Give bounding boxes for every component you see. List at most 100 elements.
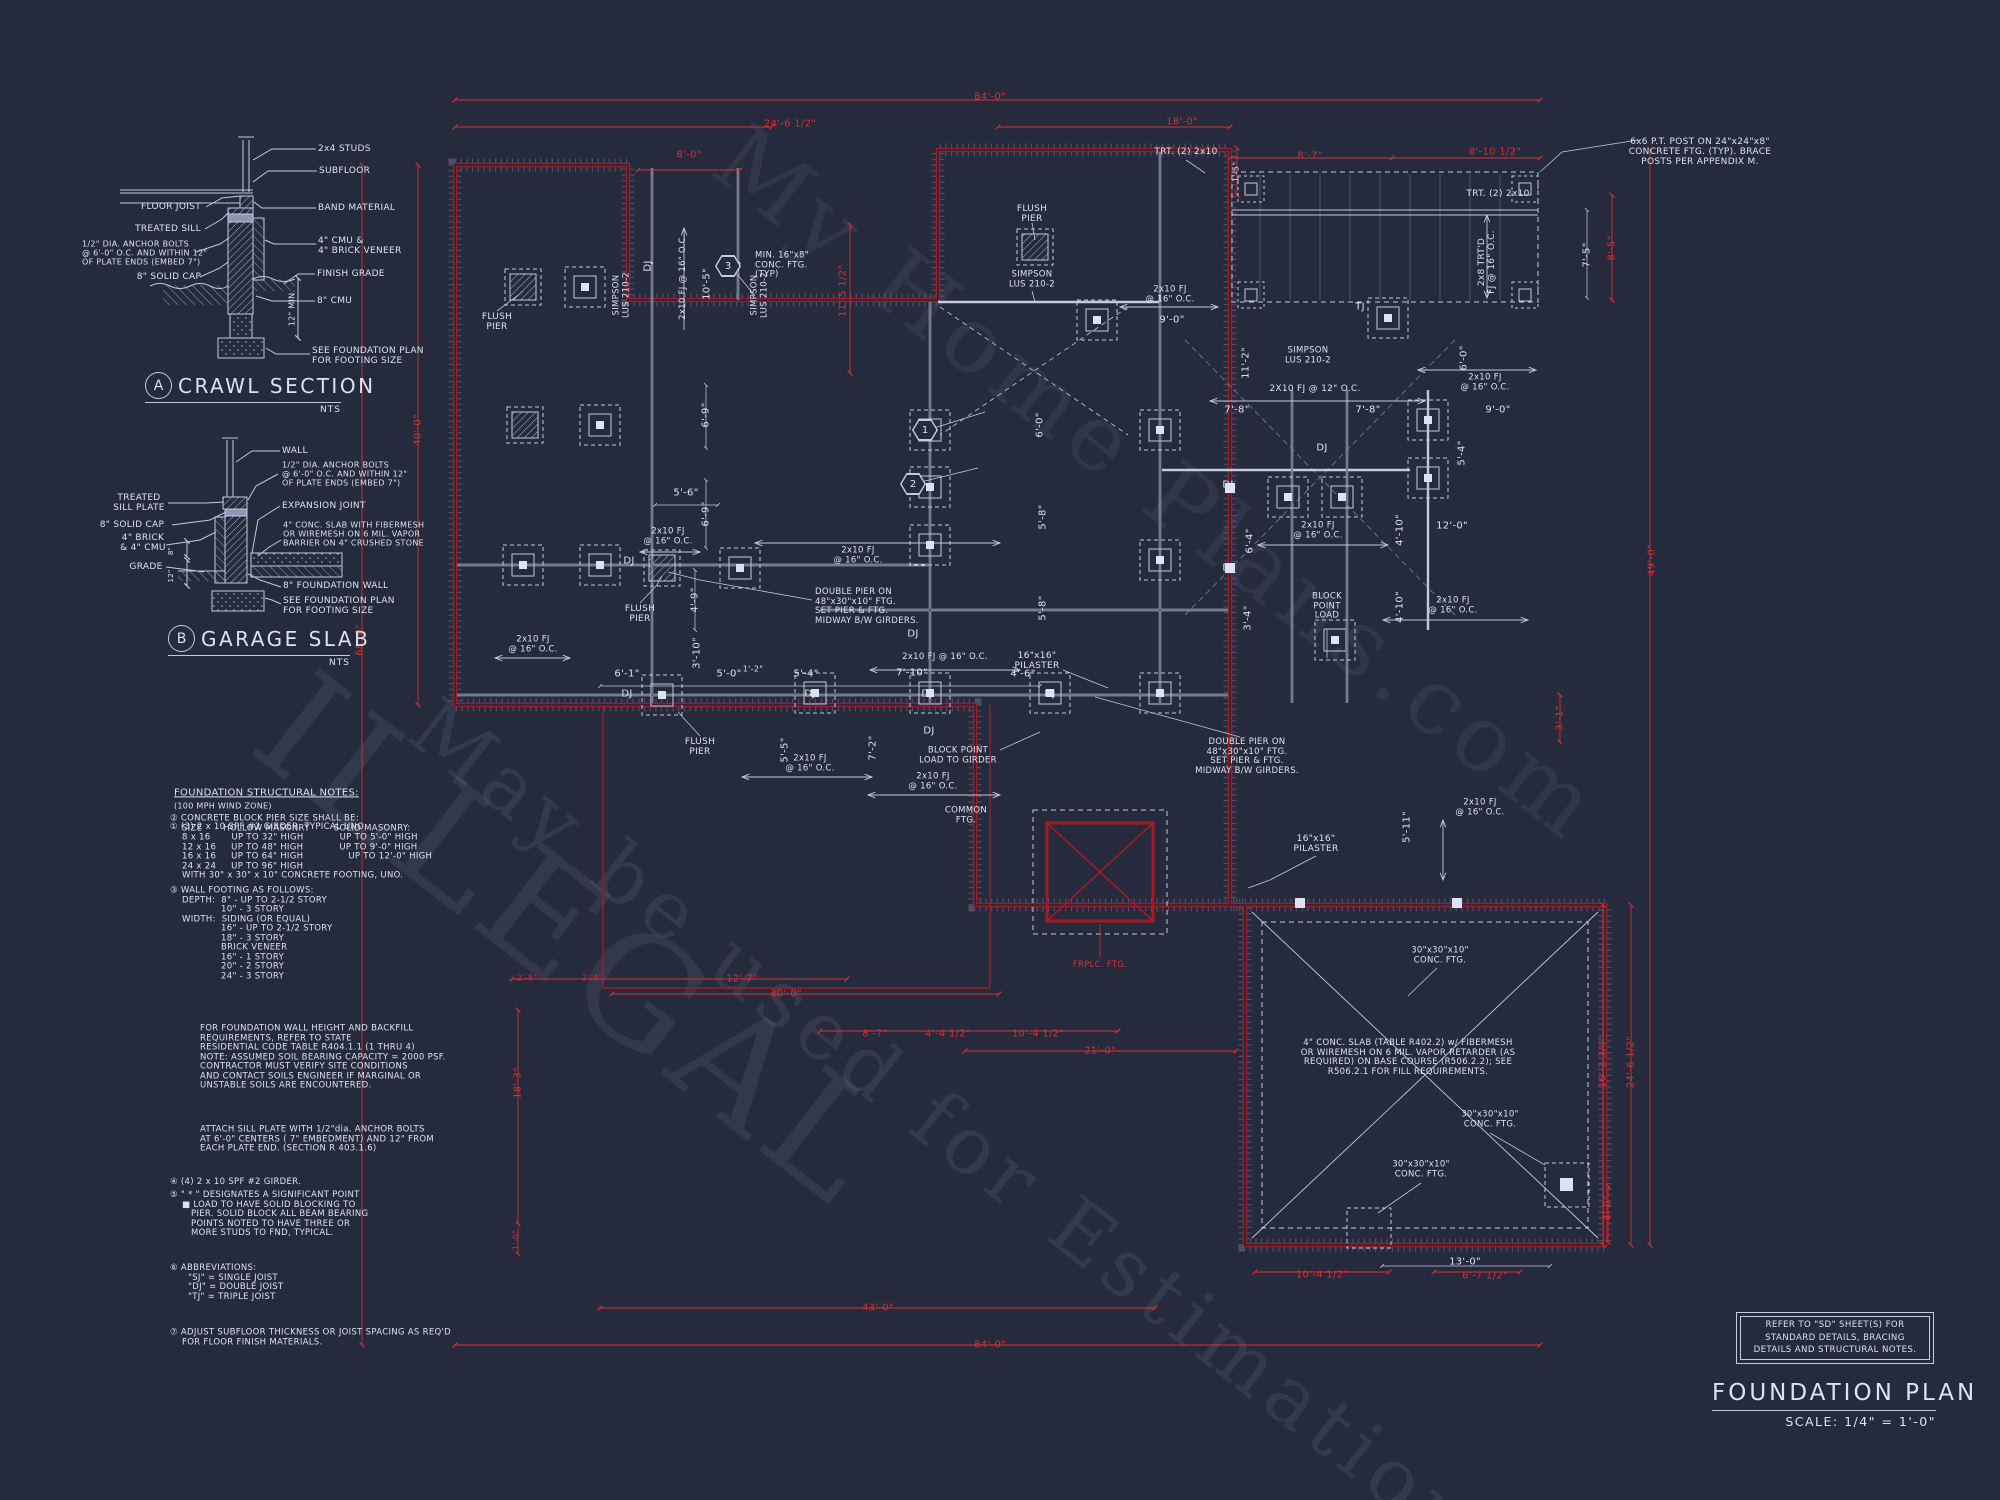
annotation-label: 12'-0" bbox=[1436, 520, 1468, 532]
dimension-label: 8'-10 1/2" bbox=[1468, 146, 1522, 158]
annotation-label: 4" CMU & 4" BRICK VENEER bbox=[318, 235, 402, 256]
annotation-label: BLOCK POINT LOAD TO GIRDER bbox=[919, 745, 997, 765]
dimension-label: 24'-6 1/2" bbox=[1625, 1035, 1637, 1089]
section-marker-number: 1 bbox=[921, 424, 929, 436]
annotation-label: DJ bbox=[923, 725, 935, 737]
dimension-label: 40'-0" bbox=[412, 414, 424, 446]
annotation-label: 4" CONC. SLAB WITH FIBERMESH OR WIREMESH… bbox=[283, 520, 425, 548]
dimension-label: 16'-3 3/4" bbox=[1597, 1035, 1609, 1089]
joist-arrows bbox=[495, 215, 1536, 880]
leader-lines bbox=[496, 139, 1639, 1214]
detail-tag-a: A bbox=[145, 372, 172, 399]
section-marker-number: 2 bbox=[909, 478, 917, 490]
dimension-label: 1'-0" bbox=[511, 1229, 521, 1251]
dimension-label: 24'-6 1/2" bbox=[763, 118, 817, 130]
annotation-label: TRT. (2) 2x10 bbox=[1466, 188, 1530, 199]
garage-slab-title: B GARAGE SLAB NTS bbox=[168, 625, 368, 668]
annotation-label: DOUBLE PIER ON 48"x30"x10" FTG. SET PIER… bbox=[1195, 736, 1299, 776]
dimension-label: 4'-0" bbox=[1602, 1195, 1614, 1221]
annotation-label: DOUBLE PIER ON 48"x30"x10" FTG. SET PIER… bbox=[815, 586, 919, 626]
annotation-label: ③ WALL FOOTING AS FOLLOWS: DEPTH: 8" - U… bbox=[170, 885, 333, 982]
annotation-label: 5'-4" bbox=[1456, 440, 1468, 466]
dimension-label: 8'-7" bbox=[1297, 150, 1323, 162]
dimension-label: 18'-3" bbox=[512, 1067, 524, 1099]
annotation-label: ② CONCRETE BLOCK PIER SIZE SHALL BE: SIZ… bbox=[170, 813, 433, 881]
annotation-label: SEE FOUNDATION PLAN FOR FOOTING SIZE bbox=[283, 595, 395, 616]
detail-scale-garage: NTS bbox=[329, 658, 350, 668]
annotation-label: 30"x30"x10" CONC. FTG. bbox=[1392, 1159, 1450, 1179]
sheet-title-block: FOUNDATION PLAN SCALE: 1/4" = 1'-0" bbox=[1712, 1380, 1974, 1429]
annotation-label: 8" CMU bbox=[317, 295, 353, 306]
annotation-label: GRADE bbox=[129, 561, 163, 572]
annotation-label: 30"x30"x10" CONC. FTG. bbox=[1411, 945, 1469, 965]
annotation-label: SIMPSON LUS 210-2 bbox=[611, 271, 631, 319]
dimension-label: 8'-7" bbox=[862, 1028, 888, 1040]
annotation-label: 3'-4" bbox=[1242, 605, 1254, 631]
annotation-label: 2x10 FJ @ 16" O.C. bbox=[1293, 520, 1343, 540]
garage-slab-drawing bbox=[165, 437, 343, 612]
sheet-scale: SCALE: 1/4" = 1'-0" bbox=[1785, 1414, 1936, 1429]
dimension-label: 6'-7 1/2" bbox=[1462, 1270, 1508, 1282]
annotation-label: ⑥ ABBREVIATIONS: "SJ" = SINGLE JOIST "DJ… bbox=[170, 1262, 284, 1302]
detail-scale-crawl: NTS bbox=[320, 405, 341, 415]
dimension-label: 3'-1" bbox=[1554, 705, 1566, 731]
detail-tag-b: B bbox=[168, 625, 195, 652]
section-marker-hexagon: 3 bbox=[715, 255, 741, 277]
annotation-label: 30"x30"x10" CONC. FTG. bbox=[1461, 1109, 1519, 1129]
dimension-label: 21'-0" bbox=[1084, 1045, 1116, 1057]
annotation-label: 7'-8" bbox=[1355, 404, 1381, 416]
annotation-label: FINISH GRADE bbox=[317, 268, 385, 279]
annotation-label: 1'-2" bbox=[742, 664, 764, 674]
annotation-label: 2x10 FJ @ 16" O.C. bbox=[908, 771, 958, 791]
annotation-label: DJ bbox=[621, 688, 633, 700]
deck-and-garage bbox=[939, 171, 1599, 1249]
dimension-label: 2'-8" bbox=[516, 973, 538, 983]
dimension-label: FRPLC. FTG. bbox=[1072, 960, 1128, 971]
dimension-label: 12'-7" bbox=[726, 973, 758, 985]
annotation-label: FLUSH PIER bbox=[1016, 203, 1048, 224]
dimension-label: 49'-0" bbox=[1646, 544, 1658, 576]
annotation-label: 1/2" DIA. ANCHOR BOLTS @ 6'-0" O.C. AND … bbox=[282, 460, 408, 488]
annotation-label: 5'-8" bbox=[1037, 595, 1049, 621]
annotation-label: 16"x16" PILASTER bbox=[1293, 833, 1339, 854]
dimension-label: 84'-0" bbox=[974, 91, 1006, 103]
annotation-label: DJ bbox=[642, 260, 654, 272]
dimension-label: 2'-4" bbox=[581, 973, 603, 983]
annotation-label: WALL bbox=[282, 445, 308, 456]
annotation-label: 7'-2" bbox=[867, 735, 879, 761]
detail-title-crawl: CRAWL SECTION bbox=[178, 373, 376, 398]
annotation-label: 2X10 FJ @ 12" O.C. bbox=[1269, 383, 1361, 394]
dimension-label: 8'-0" bbox=[676, 149, 702, 161]
annotation-label: TRT. (2) 2x10 bbox=[1154, 146, 1218, 157]
annotation-label: 4'-9" bbox=[689, 587, 701, 613]
sd-reference-note: REFER TO "SD" SHEET(S) FOR STANDARD DETA… bbox=[1753, 1320, 1917, 1356]
annotation-label: 4" CONC. SLAB (TABLE R402.2) w/ FIBERMES… bbox=[1300, 1037, 1516, 1077]
annotation-label: 12" MIN. bbox=[287, 289, 297, 327]
annotation-label: 3'-10" bbox=[691, 637, 703, 669]
annotation-label: 4'-10" bbox=[1394, 591, 1406, 623]
annotation-label: DJ bbox=[1316, 442, 1328, 454]
dimension-label: 30'-0" bbox=[770, 988, 802, 1000]
annotation-label: 8" SOLID CAP bbox=[136, 271, 202, 282]
annotation-label: SUBFLOOR bbox=[319, 165, 371, 176]
dimension-label: 10'-4 1/2" bbox=[1295, 1269, 1349, 1281]
annotation-label: 6'-0" bbox=[1458, 345, 1470, 371]
annotation-label: FOUNDATION STRUCTURAL NOTES: bbox=[174, 787, 359, 799]
annotation-label: 6'-1" bbox=[614, 668, 640, 680]
annotation-label: 16"x16" PILASTER bbox=[1014, 650, 1060, 671]
annotation-label: FLUSH PIER bbox=[624, 603, 656, 624]
annotation-label: 6'-9" bbox=[700, 501, 712, 527]
annotation-label: DJ bbox=[1222, 479, 1234, 491]
annotation-label: 6'-9" bbox=[700, 402, 712, 428]
annotation-label: 2x4 STUDS bbox=[318, 143, 371, 154]
annotation-label: ⑤ " * " DESIGNATES A SIGNIFICANT POINT ■… bbox=[170, 1190, 369, 1239]
dimension-label: 4'-4 1/2" bbox=[925, 1028, 971, 1040]
annotation-label: 5'-4" bbox=[793, 668, 819, 680]
annotation-label: DJ bbox=[907, 628, 919, 640]
section-marker-number: 3 bbox=[724, 260, 732, 272]
annotation-label: DJ bbox=[623, 555, 635, 567]
annotation-label: 4'-10" bbox=[1394, 514, 1406, 546]
annotation-label: 10'-5" bbox=[701, 268, 713, 300]
